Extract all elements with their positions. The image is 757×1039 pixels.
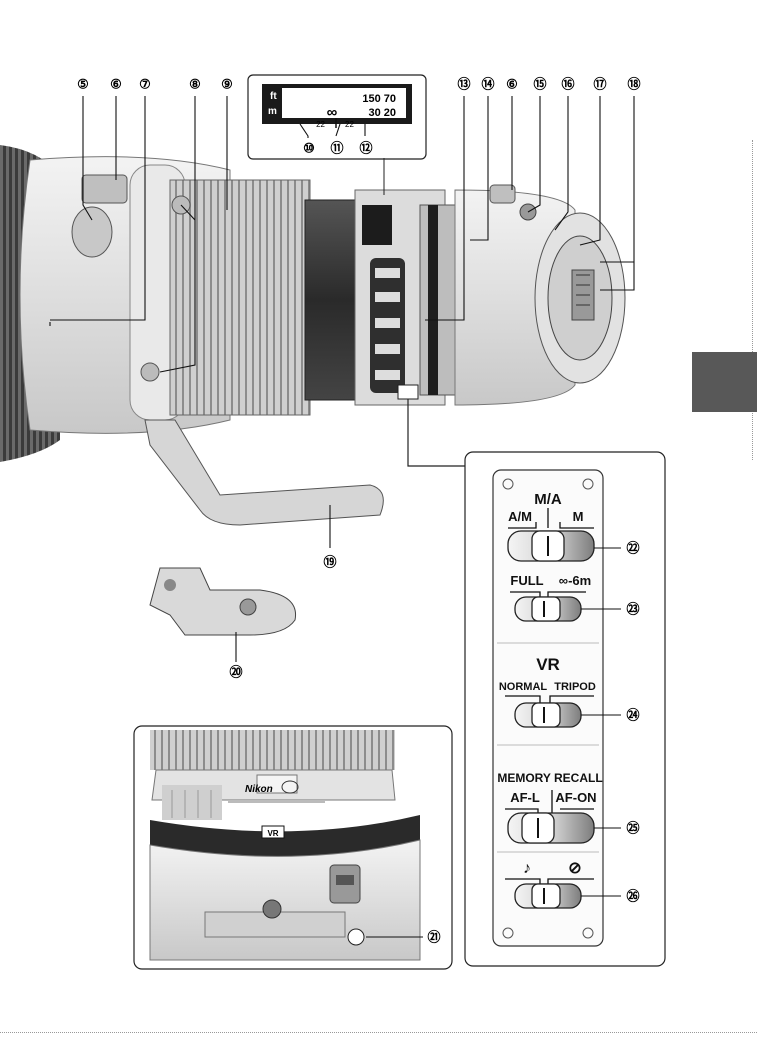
scale-m-values: 30 20: [368, 107, 396, 119]
callout-10: ⑩: [303, 141, 315, 156]
scale-mark-right: 22: [345, 120, 354, 129]
callout-5: ⑤: [77, 77, 89, 92]
strap-eyelet: [82, 175, 127, 203]
callout-15: ⑮: [533, 77, 546, 92]
focus-mode-am-label: A/M: [508, 509, 532, 524]
callout-24: ㉔: [626, 708, 639, 723]
callout-25: ㉕: [626, 821, 639, 836]
inset-lens-detail: Nikon VR: [134, 726, 452, 969]
scale-unit-ft: ft: [270, 91, 277, 102]
callout-14: ⑭: [481, 77, 494, 92]
callout-12: ⑫: [359, 141, 372, 156]
callout-13: ⑬: [457, 77, 470, 92]
callout-19: ⑲: [323, 555, 336, 570]
memory-afon-label: AF-ON: [555, 790, 596, 805]
inset-vr-label: VR: [267, 829, 278, 838]
callout-20: ⑳: [229, 665, 242, 680]
distance-scale-box: ft m 150 70 30 20 ∞ 22 22: [248, 75, 426, 195]
memory-recall-title: MEMORY RECALL: [497, 771, 602, 785]
tripod-plate: [150, 568, 296, 635]
beep-on-symbol: ♪: [523, 860, 531, 877]
memory-ring: [420, 205, 460, 395]
scale-unit-m: m: [268, 106, 277, 117]
vr-tripod-label: TRIPOD: [554, 681, 596, 693]
callout-22: ㉒: [626, 541, 639, 556]
callout-7: ⑦: [139, 77, 151, 92]
callout-8: ⑧: [189, 77, 201, 92]
vr-title: VR: [536, 655, 560, 674]
callout-9: ⑨: [221, 77, 233, 92]
dark-section: [305, 200, 360, 400]
focus-mode-ma-label: M/A: [534, 491, 562, 508]
callout-23: ㉓: [626, 602, 639, 617]
focus-limit-range-label: ∞-6m: [559, 573, 591, 588]
vr-normal-label: NORMAL: [499, 681, 548, 693]
beep-off-symbol: ⊘: [568, 860, 581, 877]
callout-21: ㉑: [427, 930, 440, 945]
inset-brand: Nikon: [245, 784, 273, 795]
callout-16: ⑯: [561, 77, 574, 92]
scale-ft-values: 150 70: [362, 93, 396, 105]
callout-6: ⑥: [110, 77, 122, 92]
focus-mode-m-label: M: [573, 509, 584, 524]
distance-window: [362, 205, 392, 245]
callout-26: ㉖: [626, 889, 639, 904]
collar-lock-knob: [72, 207, 112, 257]
callout-18: ⑱: [627, 77, 640, 92]
callout-11: ⑪: [330, 141, 343, 156]
scale-mark-left: 22: [316, 120, 325, 129]
memory-afl-label: AF-L: [510, 790, 540, 805]
tripod-foot-handle: [145, 420, 383, 525]
focus-limit-full-label: FULL: [510, 573, 543, 588]
callout-17: ⑰: [593, 77, 606, 92]
callout-6b: ⑥: [506, 77, 518, 92]
